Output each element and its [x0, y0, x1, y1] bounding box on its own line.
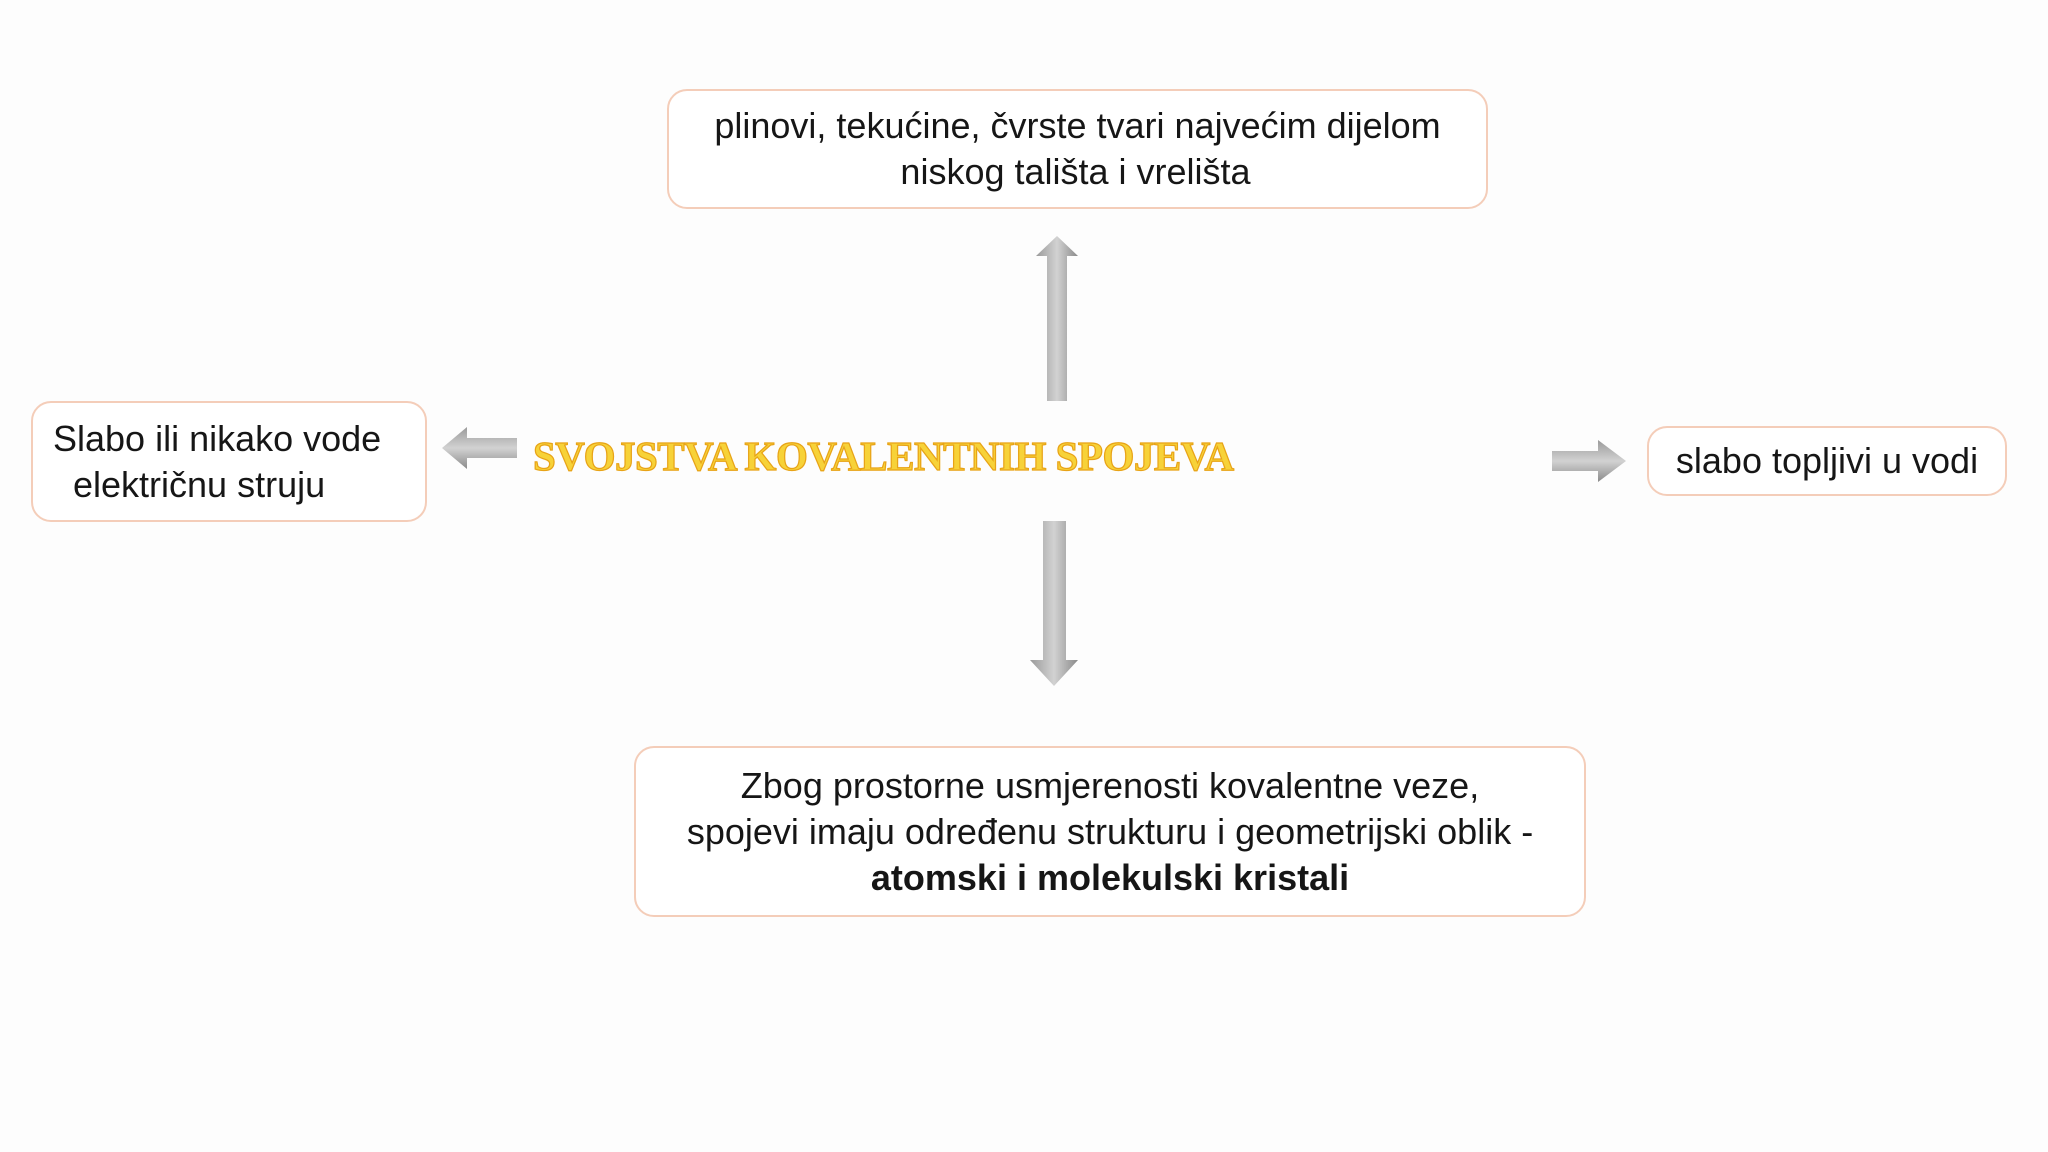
node-bottom-line-2: spojevi imaju određenu strukturu i geome…: [686, 810, 1534, 852]
node-top: plinovi, tekućine, čvrste tvari najvećim…: [667, 89, 1488, 209]
node-bottom: Zbog prostorne usmjerenosti kovalentne v…: [634, 746, 1586, 917]
node-right-line-1: slabo topljivi u vodi: [1675, 440, 1979, 481]
diagram-title: SVOJSTVA KOVALENTNIH SPOJEVA: [532, 432, 1234, 479]
node-left-line-2: električnu struju: [73, 463, 326, 505]
arrow-left-icon: [442, 427, 517, 469]
node-bottom-line-3: atomski i molekulski kristali: [870, 856, 1350, 898]
arrow-up-icon: [1036, 236, 1078, 401]
arrow-down-icon: [1030, 521, 1078, 686]
node-top-line-1: plinovi, tekućine, čvrste tvari najvećim…: [714, 105, 1441, 146]
arrow-right-icon: [1552, 440, 1626, 482]
node-left-line-1: Slabo ili nikako vode: [53, 417, 382, 459]
node-left: Slabo ili nikako vode električnu struju: [31, 401, 427, 522]
node-right: slabo topljivi u vodi: [1647, 426, 2007, 496]
node-bottom-line-1: Zbog prostorne usmjerenosti kovalentne v…: [740, 764, 1480, 806]
node-top-line-2: niskog tališta i vrelišta: [900, 151, 1251, 192]
